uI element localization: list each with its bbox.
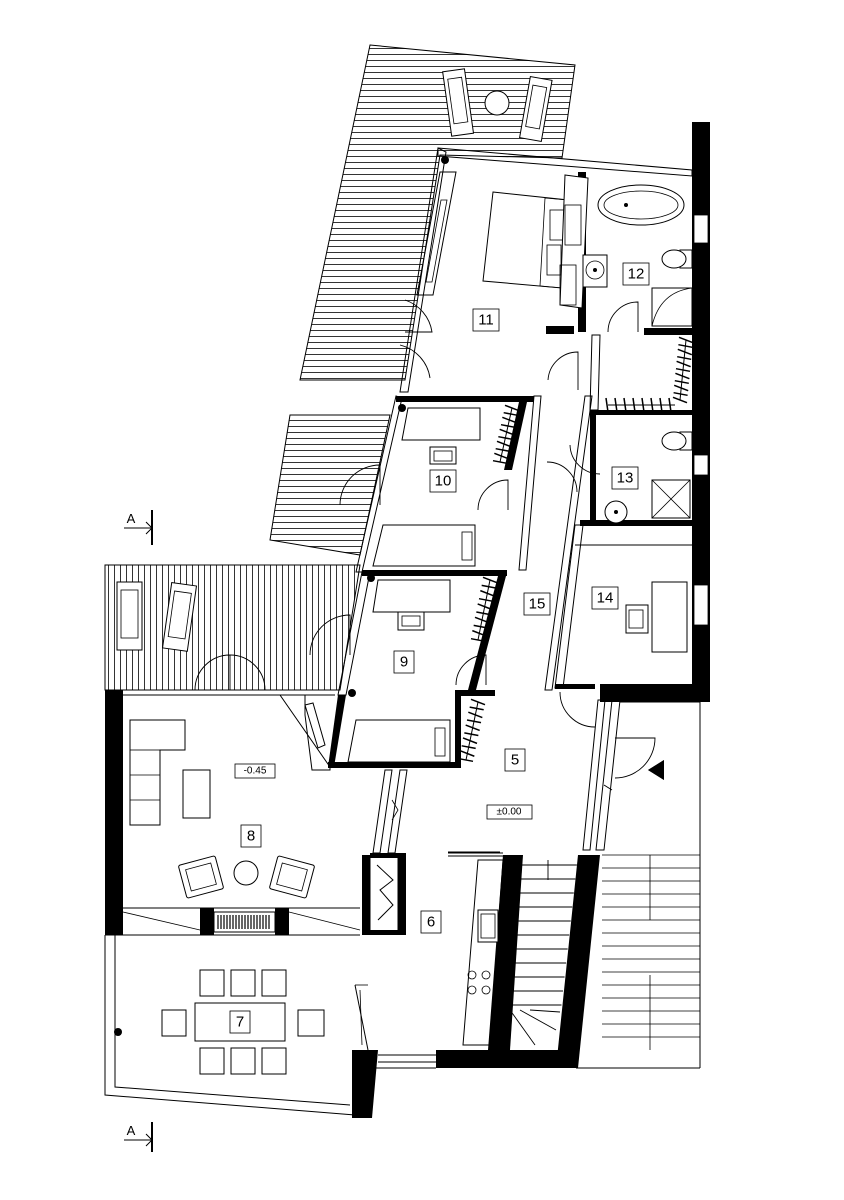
section-marker-label: A [127, 1123, 136, 1138]
desk [625, 581, 688, 653]
room-number: 11 [478, 312, 494, 329]
sink [582, 254, 608, 288]
coffee-table [182, 769, 211, 819]
room-number: 9 [400, 654, 408, 671]
single-bed [347, 719, 451, 763]
room-number: 10 [435, 473, 452, 490]
room-label-7: 7 [229, 1010, 251, 1034]
room-label-11: 11 [472, 308, 500, 332]
room-label-12: 12 [622, 262, 650, 286]
column [114, 1028, 122, 1036]
side-table [484, 90, 510, 116]
room-label-10: 10 [429, 469, 457, 493]
room-number: 5 [511, 752, 519, 769]
cooktop [467, 970, 491, 995]
single-bed [372, 524, 476, 567]
room-label-5: 5 [504, 748, 526, 772]
shower-tray [651, 479, 691, 519]
sun-lounger [116, 581, 143, 651]
column [441, 156, 449, 164]
column [367, 574, 375, 582]
room-number: 14 [597, 590, 614, 607]
room-label-9: 9 [393, 650, 415, 674]
section-marker-bottom: A [124, 1122, 153, 1152]
room-number: 8 [247, 828, 255, 845]
room-label-15: 15 [523, 592, 551, 616]
closet [492, 404, 520, 465]
level-entrance-text: ±0.00 [497, 807, 522, 818]
desk [372, 579, 451, 631]
entrance-steps [602, 854, 700, 1050]
sliding-wall [372, 769, 408, 854]
level-tag-entrance: ±0.00 [486, 804, 533, 820]
double-bed [482, 174, 589, 309]
room-number: 12 [628, 266, 645, 283]
closet [605, 336, 694, 413]
sofa [129, 719, 186, 826]
desk [401, 407, 481, 465]
building-walls [104, 122, 710, 1118]
room-number: 15 [529, 596, 546, 613]
fireplace [213, 911, 276, 933]
room-number: 6 [427, 914, 435, 931]
bathtub [597, 184, 685, 226]
entrance-arrow [648, 760, 664, 780]
closet [470, 576, 498, 643]
shower [651, 287, 693, 327]
room-label-13: 13 [611, 466, 639, 490]
staircase [509, 860, 577, 1046]
terrace-left [104, 564, 361, 691]
room-label-6: 6 [420, 910, 442, 934]
sun-lounger [442, 68, 475, 137]
sun-lounger [161, 581, 198, 652]
closet [458, 698, 486, 763]
armchair [269, 855, 315, 899]
armchair [178, 855, 224, 899]
level-tag-living: -0.45 [234, 763, 276, 779]
sun-lounger [519, 75, 553, 143]
section-marker-label: A [127, 511, 136, 526]
side-table [233, 860, 259, 886]
section-marker-top: A [124, 510, 153, 545]
room-number: 13 [617, 470, 634, 487]
room-number: 7 [236, 1014, 244, 1031]
terrace-top [299, 44, 576, 381]
kitchen-counter [462, 859, 504, 1046]
column [398, 404, 406, 412]
room-label-8: 8 [240, 824, 262, 848]
toilet [661, 431, 693, 451]
terrace-middle [269, 414, 391, 556]
toilet [661, 249, 693, 269]
sink [604, 500, 628, 524]
room-label-14: 14 [591, 586, 619, 610]
wardrobe [416, 171, 457, 296]
column [348, 689, 356, 697]
level-living-text: -0.45 [244, 766, 267, 777]
